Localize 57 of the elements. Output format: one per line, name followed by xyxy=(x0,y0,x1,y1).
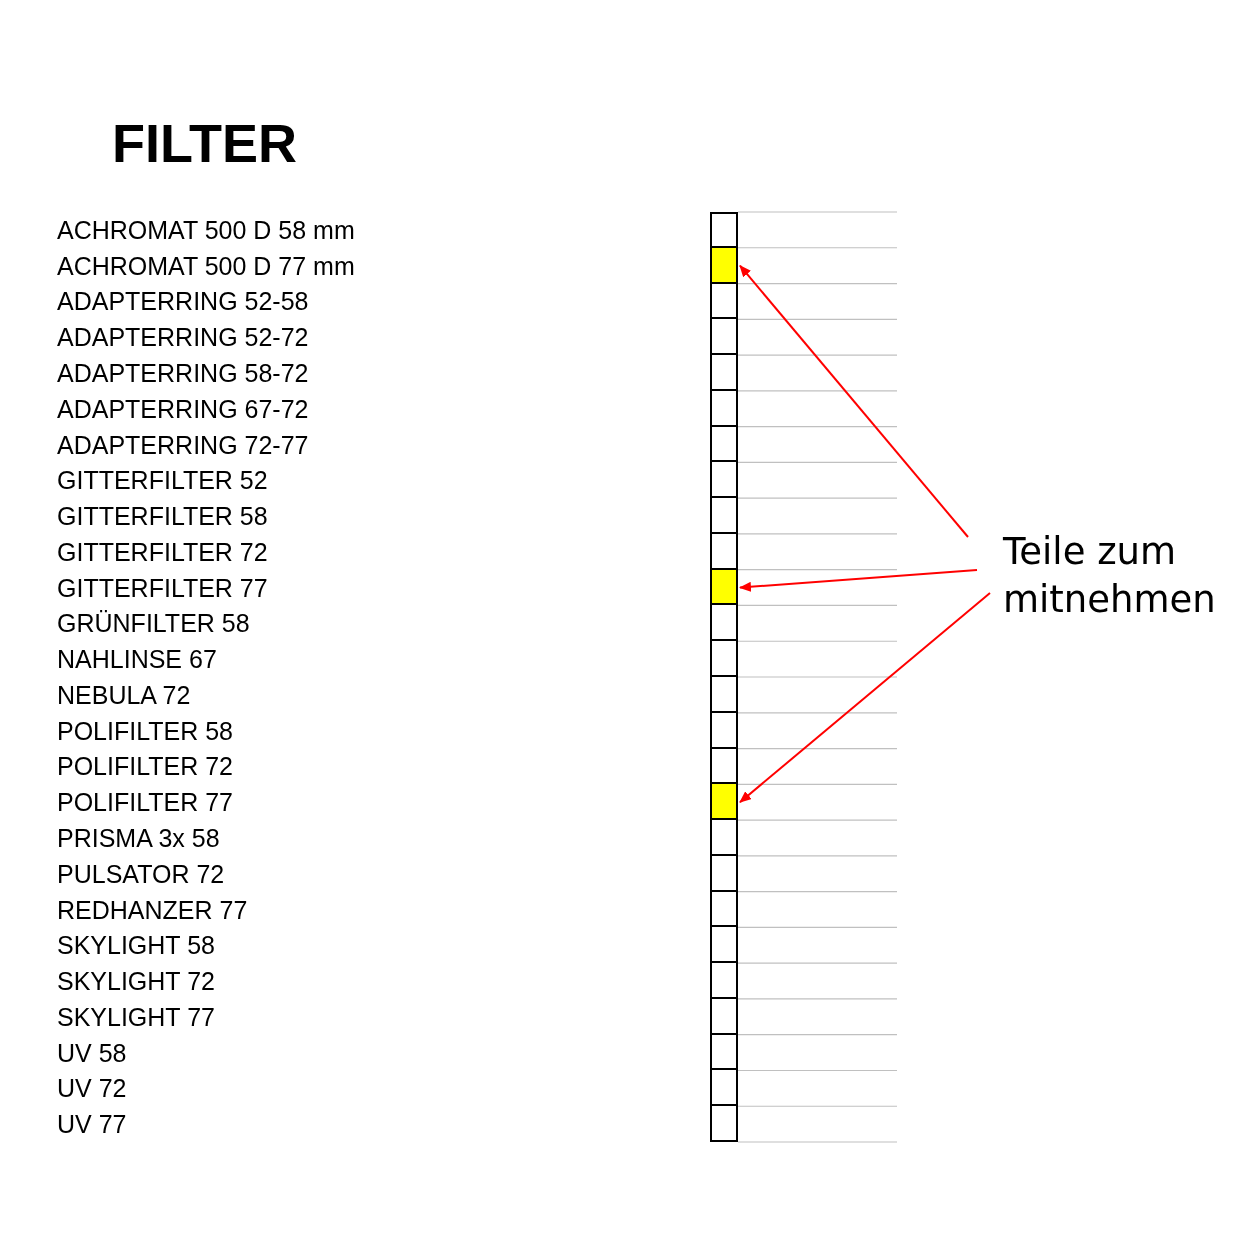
callout-text: Teile zum mitnehmen xyxy=(1003,529,1217,623)
checkbox xyxy=(710,998,738,1035)
checkbox xyxy=(710,1034,738,1071)
checkbox xyxy=(710,319,738,356)
item-name: REDHANZER 77 xyxy=(57,895,248,924)
checkbox xyxy=(710,533,738,570)
item-name: NAHLINSE 67 xyxy=(57,645,217,674)
checkbox xyxy=(710,855,738,892)
item-name: SKYLIGHT 77 xyxy=(57,1002,215,1031)
item-name: NEBULA 72 xyxy=(57,680,191,709)
checkbox xyxy=(710,891,738,928)
item-name: SKYLIGHT 72 xyxy=(57,967,215,996)
checkbox xyxy=(710,605,738,642)
heading: FILTER xyxy=(112,113,297,173)
arrow xyxy=(739,569,978,592)
checkbox xyxy=(710,462,738,499)
checkbox xyxy=(710,963,738,999)
item-name: ADAPTERRING 58-72 xyxy=(57,358,309,387)
checkbox xyxy=(710,748,738,785)
item-name: GRÜNFILTER 58 xyxy=(57,609,250,638)
checkbox xyxy=(710,927,738,964)
checkbox xyxy=(710,677,738,713)
item-name: UV 72 xyxy=(57,1074,127,1103)
item-name: UV 77 xyxy=(57,1110,127,1139)
checkbox xyxy=(710,426,738,463)
item-name: ADAPTERRING 67-72 xyxy=(57,394,309,423)
item-name: ACHROMAT 500 D 58 mm xyxy=(57,215,355,244)
item-name: PULSATOR 72 xyxy=(57,859,225,888)
item-name: GITTERFILTER 52 xyxy=(57,466,268,495)
item-name: GITTERFILTER 58 xyxy=(57,502,268,531)
arrow xyxy=(739,592,991,804)
item-name: POLIFILTER 77 xyxy=(57,788,233,817)
marked-checkbox xyxy=(710,247,738,284)
item-name: UV 58 xyxy=(57,1038,127,1067)
checkbox xyxy=(710,1106,738,1142)
item-name: ADAPTERRING 52-72 xyxy=(57,323,309,352)
checkbox xyxy=(710,212,738,248)
marked-checkbox xyxy=(710,784,738,821)
item-name: POLIFILTER 58 xyxy=(57,716,233,745)
checkbox xyxy=(710,712,738,749)
item-name: ADAPTERRING 72-77 xyxy=(57,430,309,459)
item-name: ACHROMAT 500 D 77 mm xyxy=(57,251,355,280)
arrow xyxy=(739,264,969,538)
item-name: ADAPTERRING 52-58 xyxy=(57,287,309,316)
checkbox xyxy=(710,498,738,534)
checkbox xyxy=(710,820,738,856)
checkbox xyxy=(710,1070,738,1107)
checkbox xyxy=(710,641,738,677)
item-name: GITTERFILTER 72 xyxy=(57,537,268,566)
item-name: GITTERFILTER 77 xyxy=(57,573,268,602)
item-name: SKYLIGHT 58 xyxy=(57,931,215,960)
marked-checkbox xyxy=(710,569,738,606)
item-name: PRISMA 3x 58 xyxy=(57,823,220,852)
checkbox xyxy=(710,355,738,391)
checkbox xyxy=(710,283,738,320)
item-name: POLIFILTER 72 xyxy=(57,752,233,781)
checkbox xyxy=(710,390,738,427)
